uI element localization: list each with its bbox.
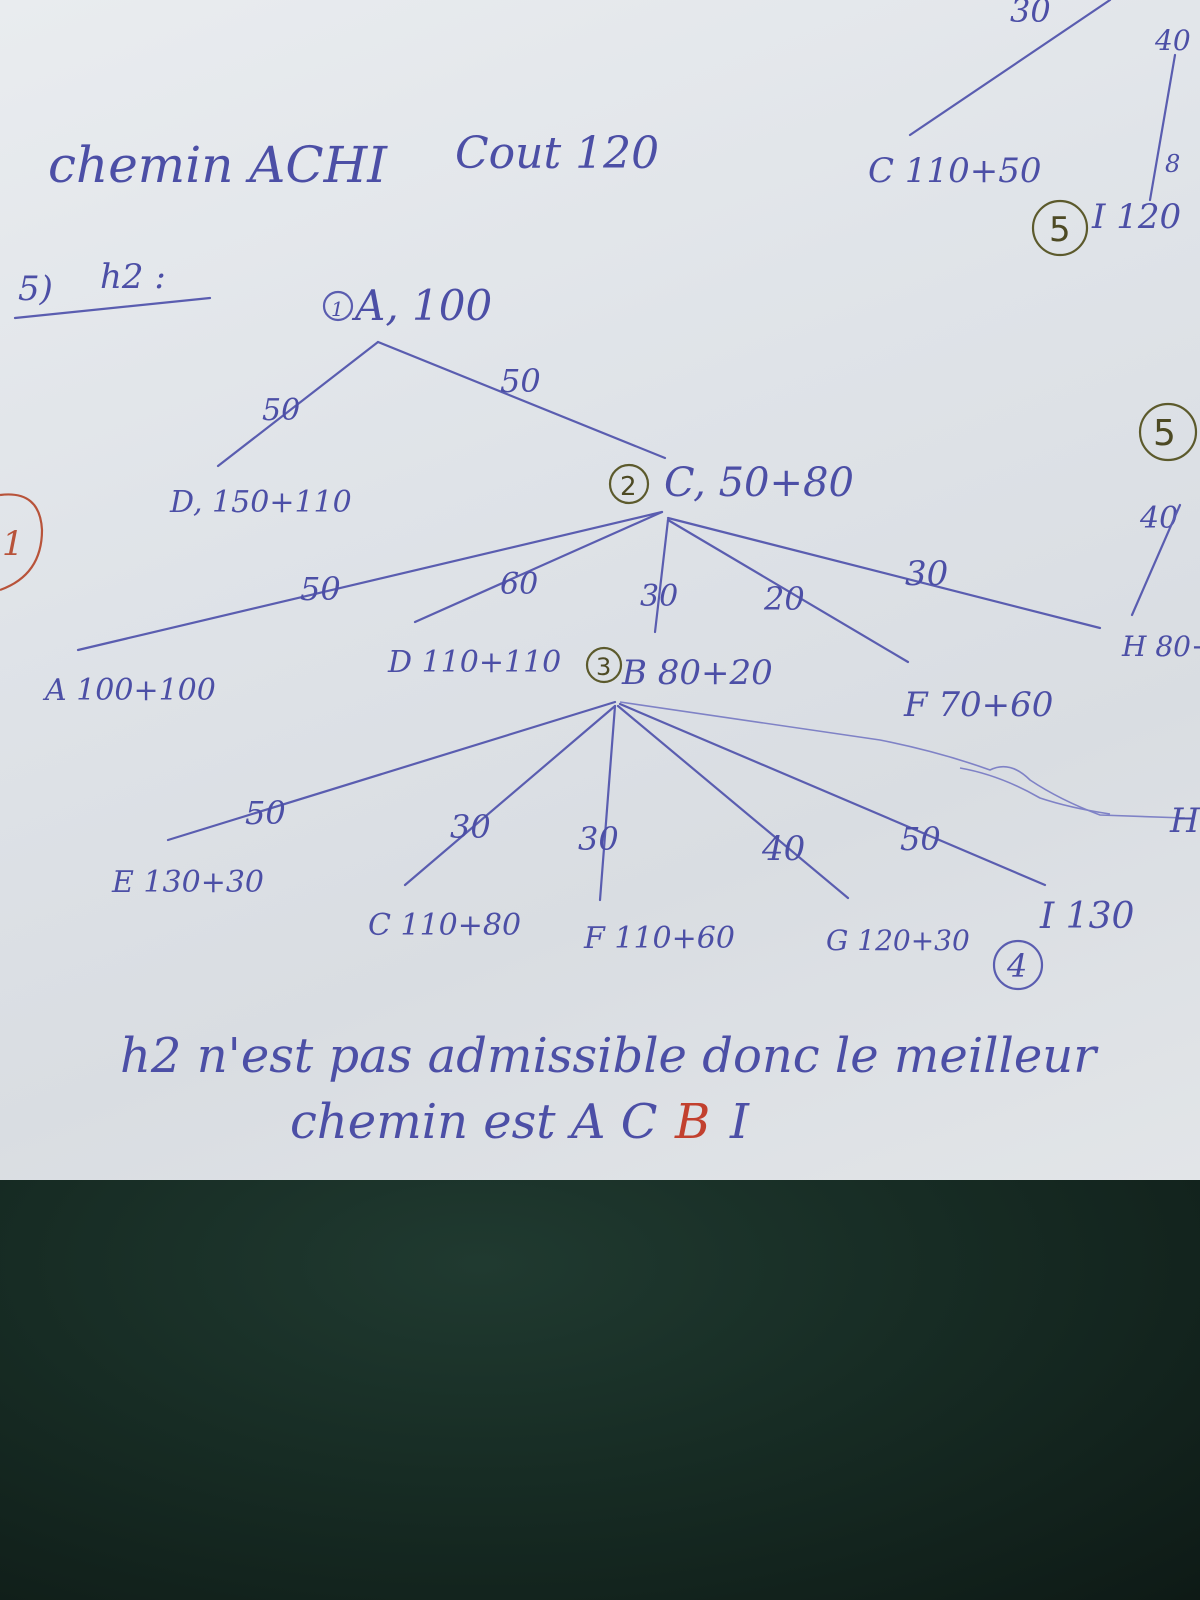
edge-label-c-d: 60 (500, 567, 538, 602)
edge-label-top-right-1: 30 (1010, 0, 1051, 30)
node-d-level2: D 110+110 (387, 645, 561, 680)
edge-b-f (598, 704, 617, 902)
edge-b-g (616, 704, 850, 900)
node-b-level2: B 80+20 (621, 653, 773, 693)
edge-c-d (413, 510, 664, 624)
conclusion-line-2-prefix: chemin est A C (290, 1094, 657, 1150)
top-right-node-c: C 110+50 (868, 151, 1041, 191)
node-h-level2: H 80+ (1121, 630, 1200, 663)
order-number-1: 1 (331, 297, 344, 321)
edge-b-e (166, 700, 617, 842)
node-f-level3: F 110+60 (583, 921, 735, 956)
order-number-5-top: 5 (1049, 210, 1071, 250)
edge-label-root-c: 50 (500, 362, 541, 400)
edge-label-margin-right: 40 (1139, 501, 1178, 536)
section-underline (13, 296, 212, 320)
edge-root-c (376, 340, 667, 460)
edge-label-c-f: 20 (763, 580, 805, 618)
conclusion-correction: B (674, 1094, 710, 1150)
order-ring-1-margin (0, 493, 44, 592)
node-c-level1: C, 50+80 (664, 460, 854, 506)
edge-top-right-1 (908, 0, 1112, 137)
order-number-4: 4 (1006, 947, 1027, 985)
edge-c-b (653, 518, 670, 634)
edge-label-c-h: 30 (905, 554, 948, 594)
order-ring-3 (585, 646, 623, 684)
node-c-level3: C 110+80 (368, 908, 521, 943)
paper-sheet (0, 0, 1200, 1180)
header-path-note: chemin ACHI (48, 136, 388, 194)
top-right-node-i: I 120 (1091, 197, 1181, 237)
order-ring-4 (992, 939, 1044, 991)
edge-label-root-d: 50 (262, 393, 300, 428)
edge-label-top-right-2: 40 (1154, 24, 1191, 57)
order-number-5-margin: 5 (1153, 413, 1176, 454)
node-f-level2: F 70+60 (903, 685, 1053, 725)
header-cost-note: Cout 120 (455, 128, 659, 179)
section-number: 5) (18, 269, 53, 309)
edge-c-h (666, 516, 1102, 630)
edge-c-f (666, 518, 910, 664)
order-number-2: 2 (620, 472, 637, 502)
order-ring-5-margin (1138, 402, 1198, 462)
node-g-level3: G 120+30 (826, 924, 970, 957)
node-h-level3: H (1169, 801, 1200, 841)
edge-margin-right (1130, 503, 1182, 617)
edge-label-top-right-3: 8 (1165, 150, 1180, 178)
order-ring-5-top (1031, 199, 1089, 257)
order-number-1-margin: 1 (2, 524, 24, 564)
edge-label-b-i: 50 (900, 820, 941, 858)
desk-surface (0, 1180, 1200, 1600)
conclusion-line-2-suffix: I (729, 1094, 750, 1150)
edge-b-c (403, 704, 617, 887)
node-i-level3: I 130 (1039, 896, 1134, 937)
edge-label-b-f: 30 (578, 820, 619, 858)
edge-b-i (618, 702, 1047, 887)
edge-root-d (216, 340, 380, 468)
edge-label-b-c: 30 (450, 808, 491, 846)
order-ring-2 (608, 463, 650, 505)
edge-b-h (619, 701, 1186, 819)
order-number-3: 3 (596, 653, 611, 681)
root-node-label: A, 100 (351, 281, 492, 330)
edge-label-b-e: 50 (245, 794, 286, 832)
node-a-level2: A 100+100 (42, 673, 216, 708)
node-e-level3: E 130+30 (111, 865, 264, 900)
edge-c-a (76, 510, 664, 652)
section-heuristic: h2 : (100, 257, 166, 297)
edge-label-c-a: 50 (300, 570, 341, 608)
order-ring-1 (322, 290, 354, 322)
edge-label-b-g: 40 (761, 829, 805, 869)
edge-b-h-scribble (959, 767, 1111, 815)
edge-label-c-b: 30 (640, 579, 678, 614)
edge-top-right-2 (1148, 53, 1177, 202)
node-d-level1: D, 150+110 (169, 485, 352, 520)
conclusion-line-1: h2 n'est pas admissible donc le meilleur (120, 1028, 1099, 1084)
